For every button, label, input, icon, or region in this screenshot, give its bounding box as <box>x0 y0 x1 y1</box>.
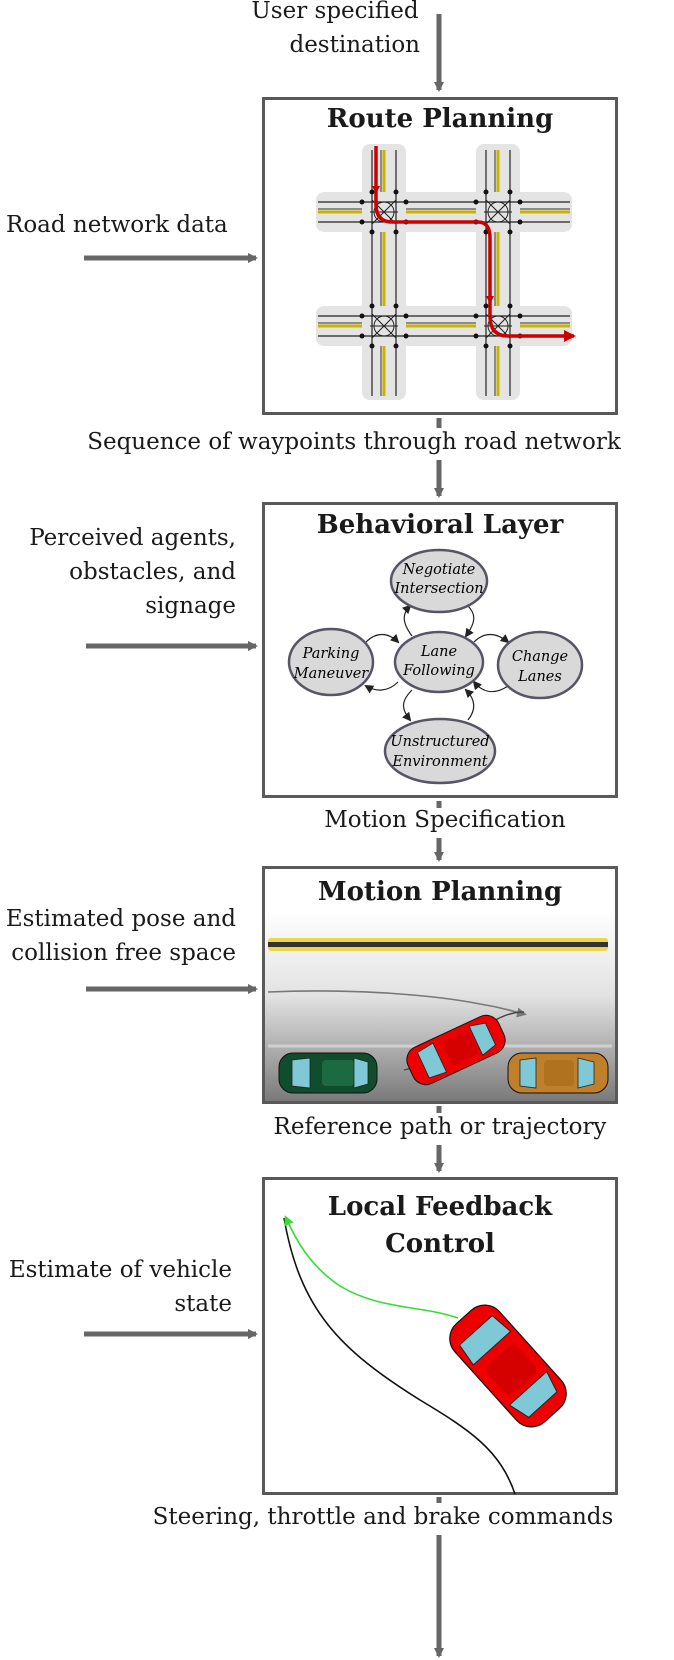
green-car <box>278 1052 378 1094</box>
red-car-motion <box>406 1014 506 1086</box>
route-planning-box <box>262 97 618 415</box>
motion-input-l2: collision free space <box>11 940 236 966</box>
state-parking-l1: Parking <box>302 646 360 662</box>
local-feedback-box <box>262 1177 618 1495</box>
local-feedback-title-l2: Control <box>385 1229 495 1259</box>
orange-car <box>507 1052 609 1094</box>
motion-planning-title: Motion Planning <box>317 877 563 907</box>
state-unstructured-l1: Unstructured <box>390 734 489 750</box>
state-change-l1: Change <box>512 649 568 665</box>
behavior-output-label: Motion Specification <box>324 807 566 833</box>
behavioral-layer-title: Behavioral Layer <box>316 510 564 540</box>
top-input-line1: User specified <box>251 0 419 24</box>
top-input-line2: destination <box>289 32 420 58</box>
feedback-output-label: Steering, throttle and brake commands <box>152 1504 614 1530</box>
motion-planning-scene <box>265 910 615 1101</box>
behavior-state-machine: Negotiate Intersection Lane Following Pa… <box>287 548 584 785</box>
feedback-control-scene <box>283 1215 567 1495</box>
behavior-input-l1: Perceived agents, <box>29 525 236 551</box>
input-arrows <box>84 253 258 1339</box>
state-lane-l2: Following <box>402 663 475 679</box>
road-network-grid <box>316 144 576 400</box>
route-path <box>374 146 576 342</box>
state-lane-l1: Lane <box>420 644 457 660</box>
route-input-label: Road network data <box>6 212 228 238</box>
red-car-feedback <box>449 1304 567 1428</box>
motion-input-l1: Estimated pose and <box>5 906 236 932</box>
local-feedback-title-l1: Local Feedback <box>327 1192 553 1222</box>
behavior-input-l3: signage <box>145 593 236 619</box>
route-planning-title: Route Planning <box>326 104 554 134</box>
behavior-input-l2: obstacles, and <box>69 559 236 585</box>
route-output-label: Sequence of waypoints through road netwo… <box>87 429 621 455</box>
motion-output-label: Reference path or trajectory <box>273 1114 607 1140</box>
state-intersection-l1: Negotiate <box>402 562 476 578</box>
state-parking-l2: Maneuver <box>293 666 370 682</box>
state-unstructured-l2: Environment <box>391 754 487 770</box>
feedback-input-l1: Estimate of vehicle <box>8 1257 232 1283</box>
state-change-l2: Lanes <box>517 669 562 685</box>
feedback-input-l2: state <box>174 1291 232 1317</box>
state-intersection-l2: Intersection <box>393 581 483 597</box>
